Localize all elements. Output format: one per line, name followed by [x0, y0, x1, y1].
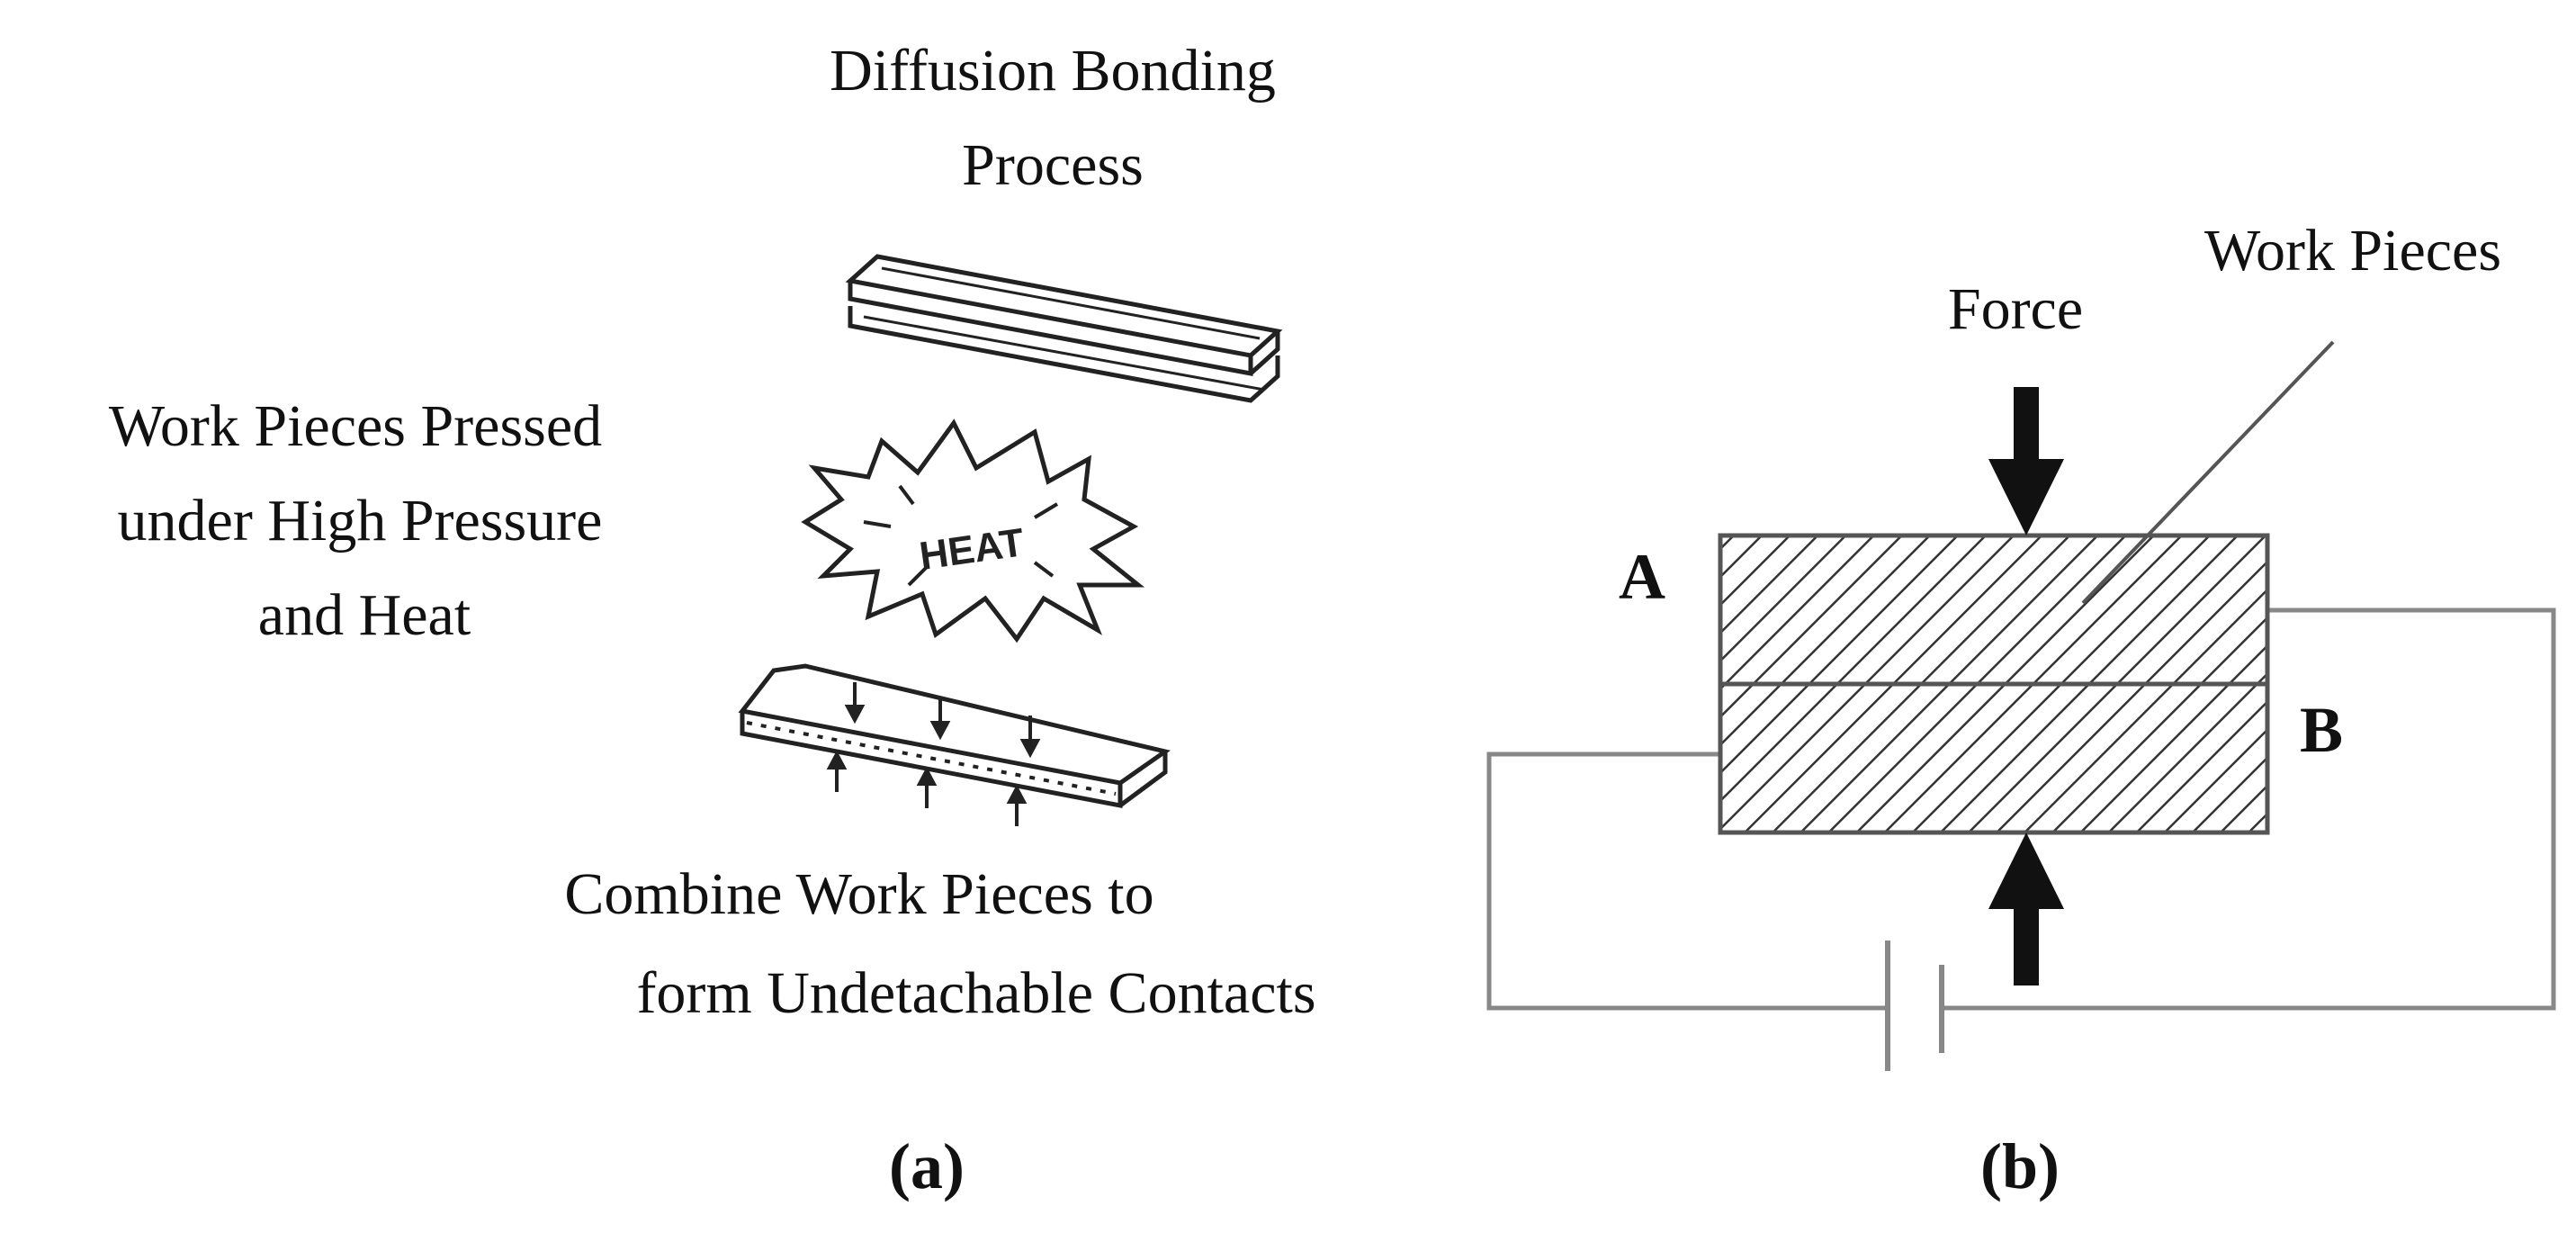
work-pieces-leader-line [2081, 340, 2335, 605]
battery-symbol [1885, 940, 1944, 1071]
label-a: A [1619, 541, 1665, 613]
force-arrow-down [1988, 387, 2064, 536]
stacked-plates-illustration [845, 254, 1283, 403]
force-label: Force [1948, 276, 2083, 342]
work-pieces-label: Work Pieces [2204, 218, 2501, 284]
panel-a-caption: (a) [889, 1130, 965, 1202]
circuit-wire [1486, 608, 2556, 1011]
pressure-label-line3: and Heat [258, 582, 471, 648]
panel-a-title-line1: Diffusion Bonding [830, 38, 1276, 104]
pressure-label-line2: under High Pressure [118, 488, 603, 554]
panel-a: Diffusion Bonding Process HEAT [109, 38, 1316, 1202]
combine-label-line2: form Undetachable Contacts [636, 960, 1315, 1026]
force-arrow-up [1988, 832, 2064, 986]
panel-a-title-line2: Process [962, 132, 1144, 198]
label-b: B [2300, 694, 2343, 766]
work-piece-b [1718, 681, 2270, 835]
pressure-label-line1: Work Pieces Pressed [109, 393, 602, 459]
combine-label-line1: Combine Work Pieces to [564, 861, 1153, 927]
work-piece-a [1718, 533, 2270, 687]
heat-text: HEAT [917, 520, 1027, 579]
bonded-plate-illustration [738, 663, 1171, 826]
heat-burst-illustration: HEAT [801, 418, 1145, 644]
panel-b: Force Work Pieces A B (b) [1486, 218, 2556, 1202]
panel-b-caption: (b) [1980, 1130, 2060, 1202]
